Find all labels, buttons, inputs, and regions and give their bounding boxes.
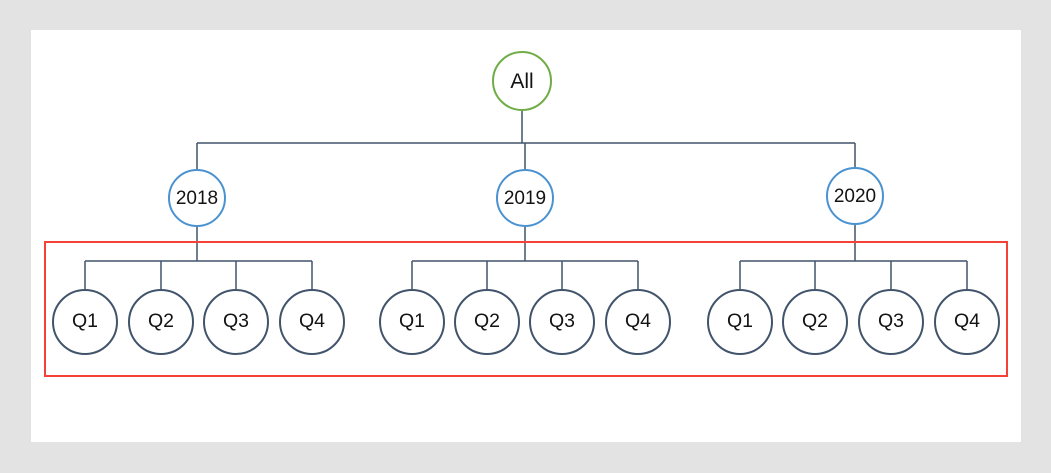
node-quarter-2020-Q2-label: Q2 [801,310,828,333]
quarter-level-highlight-box [44,241,1008,377]
node-year-2019[interactable]: 2019 [496,169,554,227]
node-quarter-2018-Q2-label: Q2 [147,310,174,333]
node-all[interactable]: All [492,51,552,111]
node-quarter-2020-Q1[interactable]: Q1 [707,289,773,355]
node-quarter-2018-Q3-label: Q3 [222,310,249,333]
node-quarter-2020-Q1-label: Q1 [726,310,753,333]
node-quarter-2018-Q4-label: Q4 [298,310,325,333]
node-quarter-2019-Q1[interactable]: Q1 [379,289,445,355]
node-year-2018[interactable]: 2018 [168,169,226,227]
node-year-2019-label: 2019 [503,187,547,209]
node-quarter-2020-Q3-label: Q3 [877,310,904,333]
node-quarter-2019-Q3-label: Q3 [548,310,575,333]
node-quarter-2019-Q2[interactable]: Q2 [454,289,520,355]
node-quarter-2018-Q1[interactable]: Q1 [52,289,118,355]
node-quarter-2019-Q2-label: Q2 [473,310,500,333]
node-quarter-2018-Q4[interactable]: Q4 [279,289,345,355]
node-year-2020-label: 2020 [833,185,877,207]
node-all-label: All [510,69,534,93]
node-quarter-2020-Q2[interactable]: Q2 [782,289,848,355]
node-quarter-2020-Q4[interactable]: Q4 [934,289,1000,355]
node-quarter-2020-Q3[interactable]: Q3 [858,289,924,355]
node-quarter-2019-Q4-label: Q4 [624,310,651,333]
node-quarter-2019-Q1-label: Q1 [398,310,425,333]
node-quarter-2018-Q2[interactable]: Q2 [128,289,194,355]
node-quarter-2020-Q4-label: Q4 [953,310,980,333]
node-quarter-2019-Q3[interactable]: Q3 [529,289,595,355]
node-quarter-2018-Q3[interactable]: Q3 [203,289,269,355]
node-quarter-2019-Q4[interactable]: Q4 [605,289,671,355]
node-quarter-2018-Q1-label: Q1 [71,310,98,333]
node-year-2020[interactable]: 2020 [826,167,884,225]
node-year-2018-label: 2018 [175,187,219,209]
